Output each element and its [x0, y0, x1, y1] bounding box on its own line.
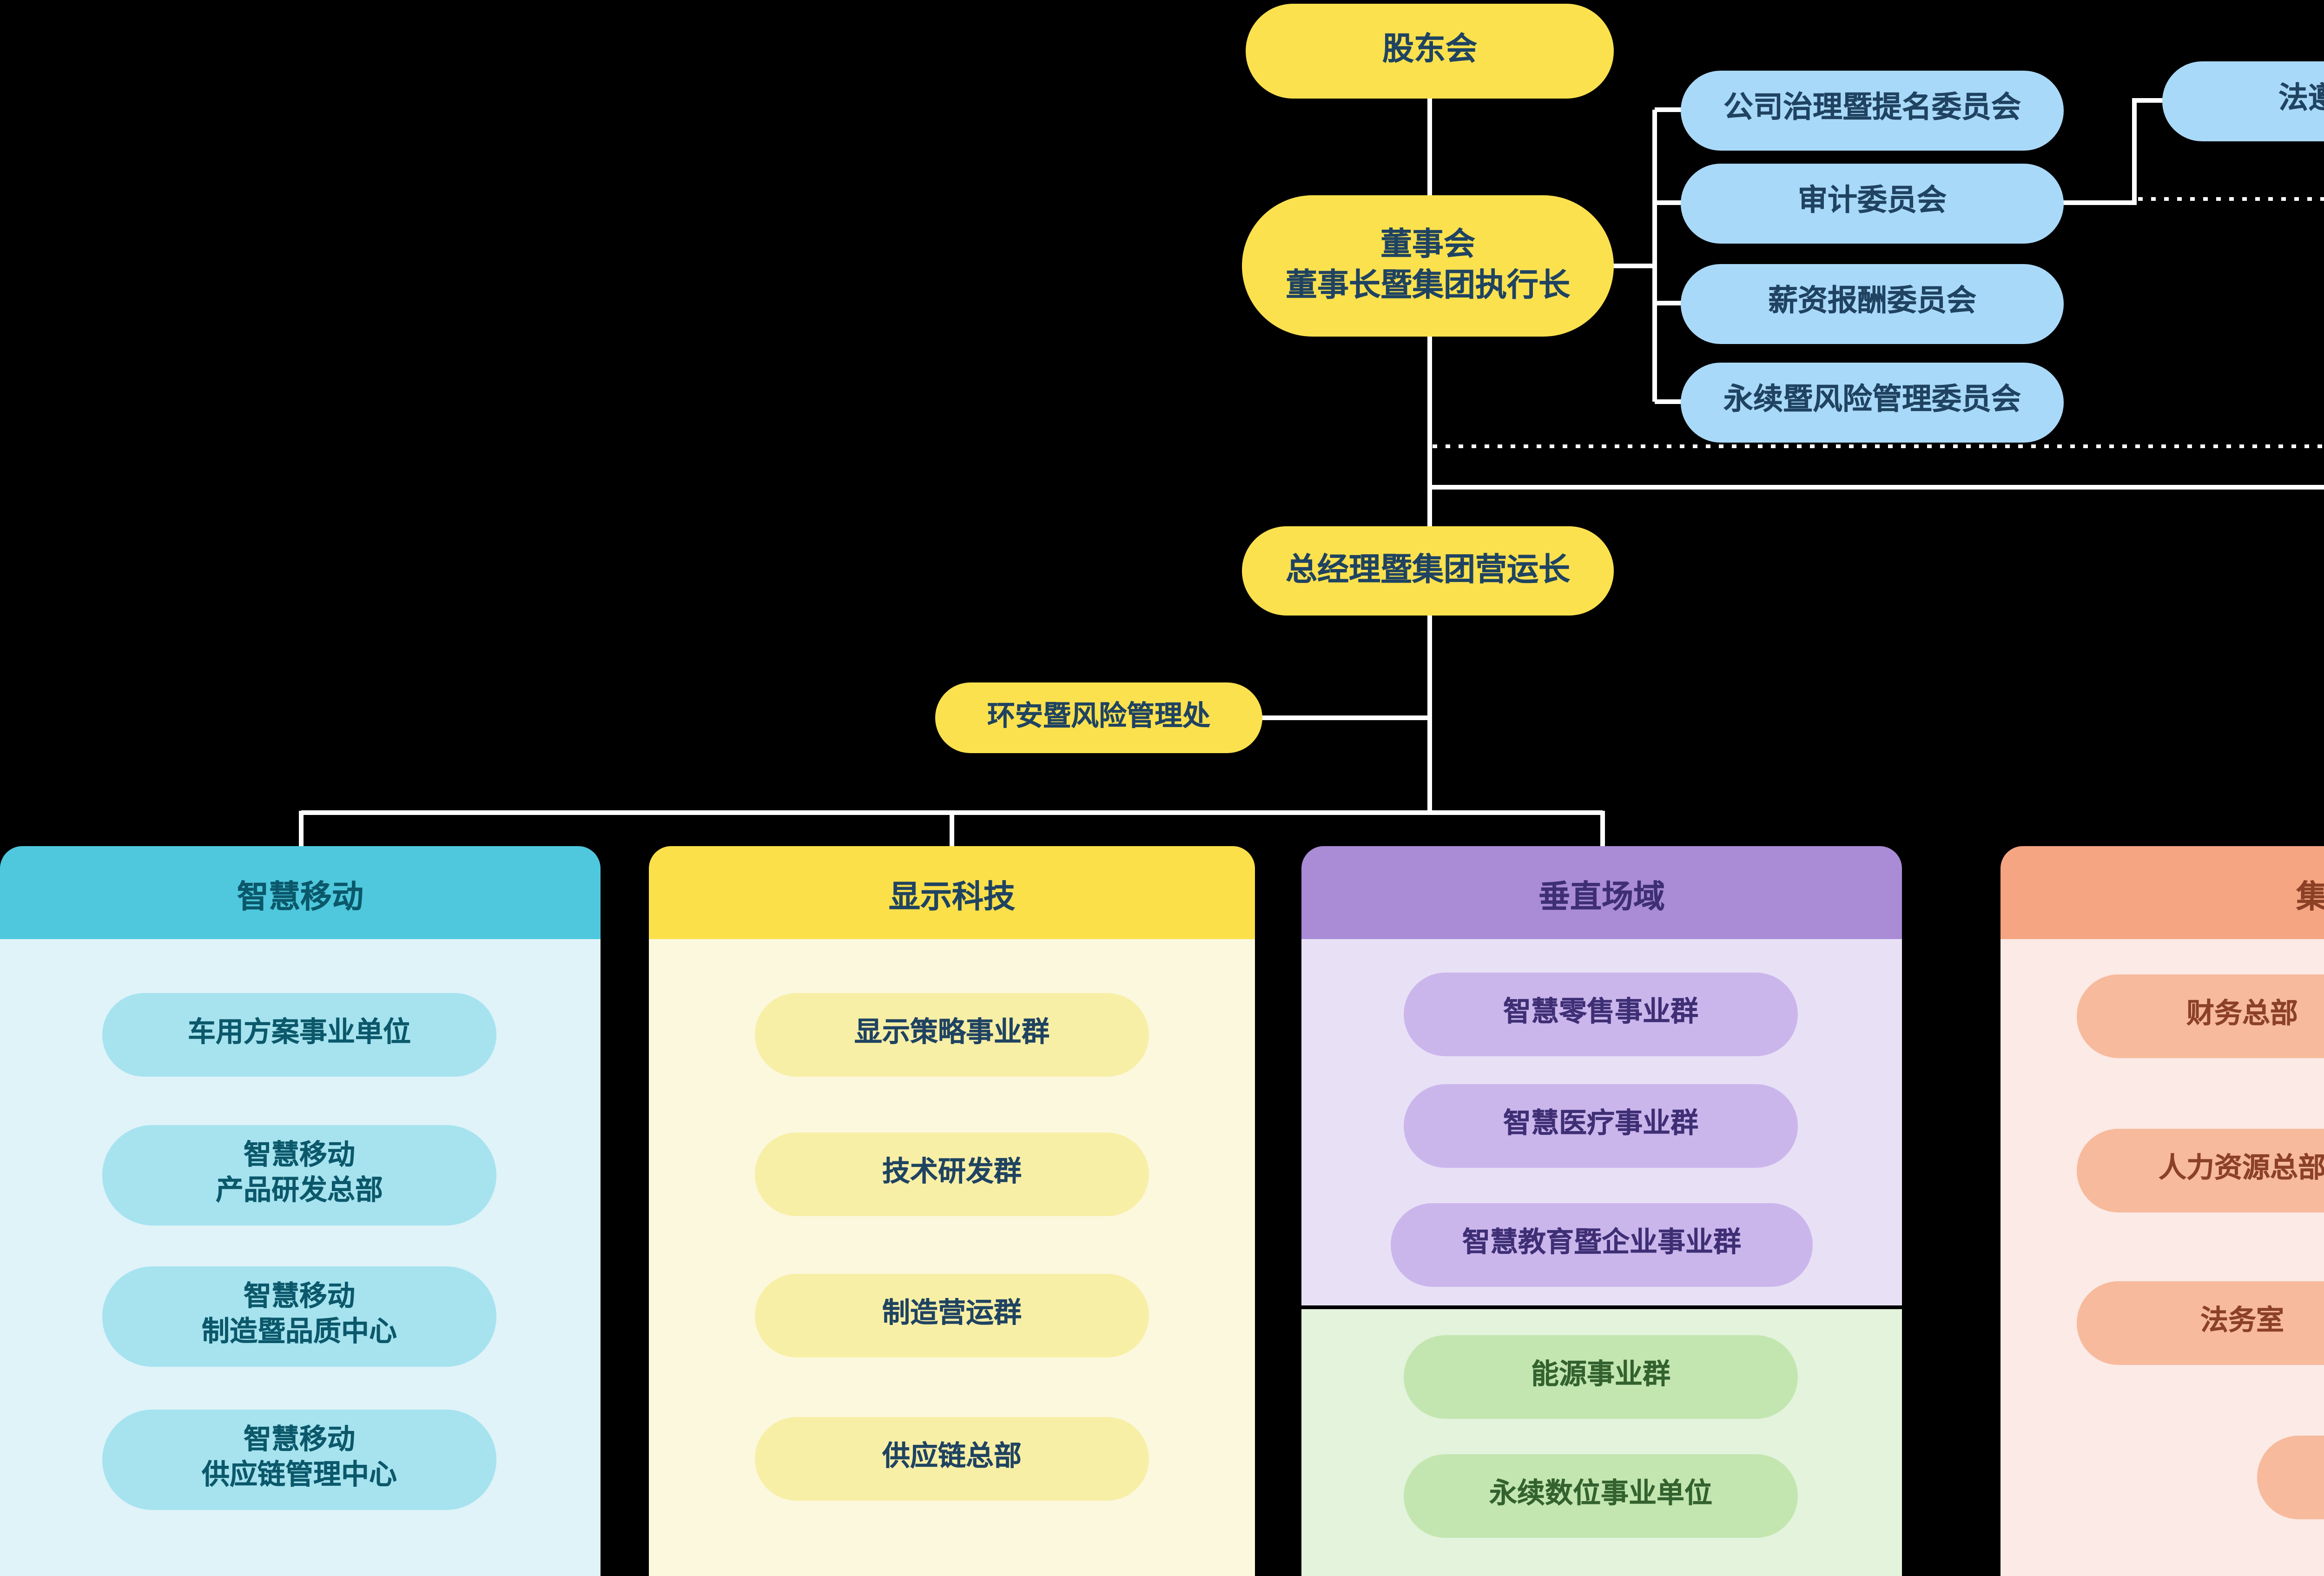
unit-human-resources-hq-label: 人力资源总部 [2158, 1153, 2324, 1185]
node-coo-label: 总经理暨集团营运长 [1286, 552, 1570, 588]
card-header-group-support-label: 集团营运支援单位 [2296, 869, 2324, 916]
node-chief-compliance: 法遵总顾问 [2162, 61, 2324, 141]
card-header-smart-mobility: 智慧移动 [0, 846, 601, 939]
unit-supply-chain-hq: 供应链总部 [755, 1417, 1149, 1501]
unit-finance-hq: 财务总部 [2077, 974, 2324, 1058]
card-group-support: 集团营运支援单位 财务总部 数位技术发展总部 人力资源总部 永续发展总部 法务室… [2000, 846, 2324, 1576]
unit-mobility-supply-chain: 智慧移动 供应链管理中心 [102, 1410, 496, 1510]
unit-smart-healthcare-label: 智慧医疗事业群 [1503, 1108, 1698, 1140]
unit-energy: 能源事业群 [1404, 1335, 1798, 1419]
unit-smart-education-enterprise-label: 智慧教育暨企业事业群 [1462, 1227, 1741, 1259]
unit-finance-hq-label: 财务总部 [2186, 999, 2298, 1031]
node-board-line1: 董事会 [1380, 226, 1475, 262]
unit-manufacturing-operations: 制造营运群 [755, 1274, 1149, 1357]
unit-legal-office-label: 法务室 [2200, 1305, 2284, 1338]
unit-manufacturing-operations-label: 制造营运群 [882, 1298, 1022, 1330]
node-committee-audit-label: 审计委员会 [1797, 186, 1947, 218]
unit-mobility-mfg-quality: 智慧移动 制造暨品质中心 [102, 1266, 496, 1367]
unit-smart-retail: 智慧零售事业群 [1404, 973, 1798, 1056]
unit-audit-management-office: 稽核管理处 [2257, 1436, 2324, 1519]
card-header-smart-mobility-label: 智慧移动 [237, 879, 363, 914]
node-board: 董事会 董事长暨集团执行长 [1242, 195, 1614, 337]
card-header-vertical-domains-label: 垂直场域 [1538, 879, 1665, 914]
unit-display-strategy-label: 显示策略事业群 [854, 1017, 1050, 1049]
node-committee-audit: 审计委员会 [1681, 164, 2064, 244]
node-chief-compliance-label: 法遵总顾问 [2278, 84, 2324, 116]
unit-human-resources-hq: 人力资源总部 [2077, 1129, 2324, 1212]
unit-mobility-product-rd-line2: 产品研发总部 [215, 1175, 383, 1207]
unit-automotive-solutions-label: 车用方案事业单位 [187, 1017, 411, 1049]
node-board-line2: 董事长暨集团执行长 [1286, 268, 1570, 303]
node-shareholders: 股东会 [1246, 4, 1614, 99]
unit-smart-education-enterprise: 智慧教育暨企业事业群 [1391, 1203, 1813, 1287]
card-header-group-support: 集团营运支援单位 [2000, 846, 2324, 939]
unit-technology-rd-label: 技术研发群 [882, 1157, 1022, 1189]
card-header-display-technology: 显示科技 [649, 846, 1255, 939]
unit-mobility-mfg-quality-line2: 制造暨品质中心 [201, 1317, 397, 1348]
node-shareholders-label: 股东会 [1382, 32, 1477, 68]
node-committee-compensation: 薪资报酬委员会 [1681, 264, 2064, 344]
node-ehs-risk-office: 环安暨风险管理处 [935, 682, 1262, 753]
unit-energy-label: 能源事业群 [1531, 1359, 1670, 1391]
node-ehs-risk-office-label: 环安暨风险管理处 [987, 702, 1210, 733]
node-committee-sustainability-risk-label: 永续暨风险管理委员会 [1723, 385, 2021, 417]
card-display-technology: 显示科技 显示策略事业群 技术研发群 制造营运群 供应链总部 [649, 846, 1255, 1576]
node-committee-sustainability-risk: 永续暨风险管理委员会 [1681, 363, 2064, 443]
node-committee-governance: 公司治理暨提名委员会 [1681, 71, 2064, 151]
card-header-vertical-domains: 垂直场域 [1301, 846, 1902, 939]
unit-mobility-product-rd: 智慧移动 产品研发总部 [102, 1125, 496, 1225]
unit-legal-office: 法务室 [2077, 1281, 2324, 1365]
node-committee-compensation-label: 薪资报酬委员会 [1768, 286, 1976, 318]
unit-smart-healthcare: 智慧医疗事业群 [1404, 1084, 1798, 1168]
connector-audit-compliance [2060, 98, 2164, 205]
unit-mobility-mfg-quality-line1: 智慧移动 [243, 1282, 355, 1313]
node-committee-governance-label: 公司治理暨提名委员会 [1723, 93, 2021, 125]
unit-mobility-product-rd-line1: 智慧移动 [243, 1140, 355, 1172]
card-header-display-technology-label: 显示科技 [889, 879, 1015, 914]
unit-mobility-supply-chain-line2: 供应链管理中心 [201, 1460, 397, 1491]
card-vertical-domains: 垂直场域 智慧零售事业群 智慧医疗事业群 智慧教育暨企业事业群 能源事业群 永续… [1301, 846, 1902, 1576]
unit-sustainable-digital: 永续数位事业单位 [1404, 1454, 1798, 1538]
unit-sustainable-digital-label: 永续数位事业单位 [1489, 1478, 1712, 1510]
unit-smart-retail-label: 智慧零售事业群 [1503, 997, 1698, 1029]
unit-mobility-supply-chain-line1: 智慧移动 [243, 1425, 355, 1457]
unit-technology-rd: 技术研发群 [755, 1132, 1149, 1216]
node-coo: 总经理暨集团营运长 [1242, 526, 1614, 616]
unit-supply-chain-hq-label: 供应链总部 [882, 1441, 1022, 1473]
unit-automotive-solutions: 车用方案事业单位 [102, 993, 496, 1077]
card-smart-mobility: 智慧移动 车用方案事业单位 智慧移动 产品研发总部 智慧移动 制造暨品质中心 智… [0, 846, 601, 1576]
unit-display-strategy: 显示策略事业群 [755, 993, 1149, 1077]
